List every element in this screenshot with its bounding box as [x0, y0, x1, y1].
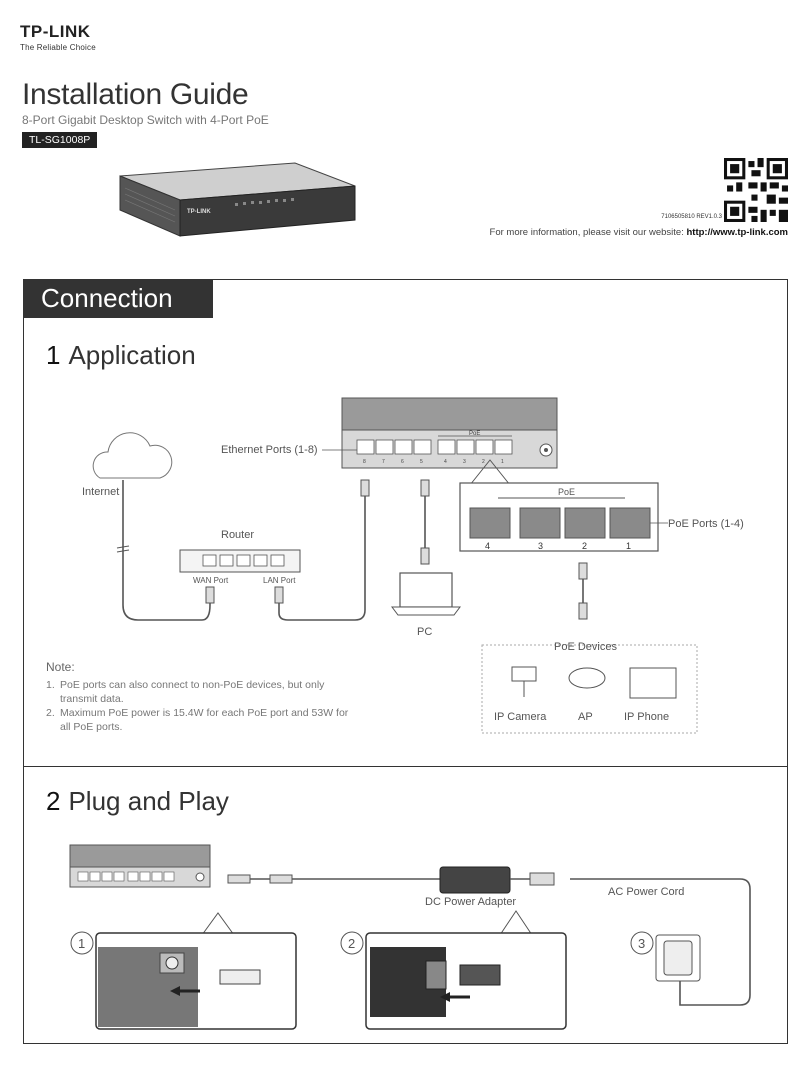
ap-icon	[568, 667, 606, 689]
ip-phone-icon	[629, 667, 677, 699]
document-subtitle: 8-Port Gigabit Desktop Switch with 4-Por…	[22, 113, 269, 127]
lan-port-label: LAN Port	[263, 576, 296, 585]
section-number: 1	[46, 340, 61, 370]
step-1-number: 1	[78, 936, 85, 951]
document-title: Installation Guide	[22, 78, 249, 111]
note-item: 2.Maximum PoE power is 15.4W for each Po…	[46, 707, 349, 733]
switch-port-number: 4	[444, 459, 447, 465]
switch-port-number: 5	[420, 459, 423, 465]
more-info-text: For more information, please visit our w…	[489, 227, 687, 238]
switch-port-number: 6	[401, 459, 404, 465]
brand-name: TP-LINK	[20, 22, 91, 41]
poe-zoom-tag: PoE	[558, 487, 575, 497]
switch-product-image: TP-LINK	[119, 162, 356, 237]
connection-header: Connection	[23, 279, 213, 318]
more-info: For more information, please visit our w…	[490, 227, 788, 238]
cloud-icon	[92, 432, 173, 479]
plug-and-play-panel	[23, 766, 788, 1044]
pc-label: PC	[417, 626, 432, 638]
poe-ports-label: PoE Ports (1-4)	[668, 518, 744, 530]
section-title-text: Application	[68, 340, 196, 370]
note-item: 1.PoE ports can also connect to non-PoE …	[46, 679, 325, 705]
poe-devices-label: PoE Devices	[554, 641, 617, 653]
poe-port-1: 1	[626, 541, 631, 551]
plug-and-play-diagram: DC Power Adapter AC Power Cord 1 2 3	[69, 844, 751, 1030]
ac-cord-label: AC Power Cord	[608, 886, 684, 898]
ip-phone-label: IP Phone	[624, 711, 669, 723]
wan-port-label: WAN Port	[193, 576, 229, 585]
step-2-number: 2	[348, 936, 355, 951]
dc-adapter-label: DC Power Adapter	[425, 896, 516, 908]
switch-port-number: 7	[382, 459, 385, 465]
model-badge: TL-SG1008P	[22, 132, 98, 148]
ip-camera-icon	[511, 666, 537, 697]
qr-code	[724, 158, 788, 222]
section-number: 2	[46, 786, 61, 816]
step-3-number: 3	[638, 936, 645, 951]
switch-poe-tag: PoE	[469, 431, 480, 437]
section-title-text: Plug and Play	[68, 786, 229, 816]
brand-tagline: The Reliable Choice	[20, 43, 96, 52]
poe-port-3: 3	[538, 541, 543, 551]
poe-port-2: 2	[582, 541, 587, 551]
switch-port-number: 2	[482, 459, 485, 465]
document-code: 7106505810 REV1.0.3	[661, 214, 722, 220]
note-section: Note: 1.PoE ports can also connect to no…	[46, 660, 356, 734]
switch-port-number: 8	[363, 459, 366, 465]
website-link[interactable]: http://www.tp-link.com	[686, 227, 789, 238]
tp-link-logo: TP-LINK The Reliable Choice	[20, 22, 96, 52]
ip-camera-label: IP Camera	[494, 711, 547, 723]
internet-label: Internet	[82, 486, 119, 498]
application-diagram: PoE Ethernet Ports (1-8) Internet Router…	[82, 397, 744, 734]
laptop-icon	[399, 572, 453, 608]
switch-port-number: 3	[463, 459, 466, 465]
poe-port-4: 4	[485, 541, 490, 551]
dc-adapter-icon	[439, 866, 511, 894]
note-title: Note:	[46, 660, 75, 674]
svg-text:TP-LINK: TP-LINK	[187, 209, 211, 215]
switch-port-number: 1	[501, 459, 504, 465]
ethernet-ports-label: Ethernet Ports (1-8)	[221, 444, 318, 456]
ap-label: AP	[578, 711, 593, 723]
connection-panel	[23, 279, 788, 766]
router-label: Router	[221, 529, 254, 541]
